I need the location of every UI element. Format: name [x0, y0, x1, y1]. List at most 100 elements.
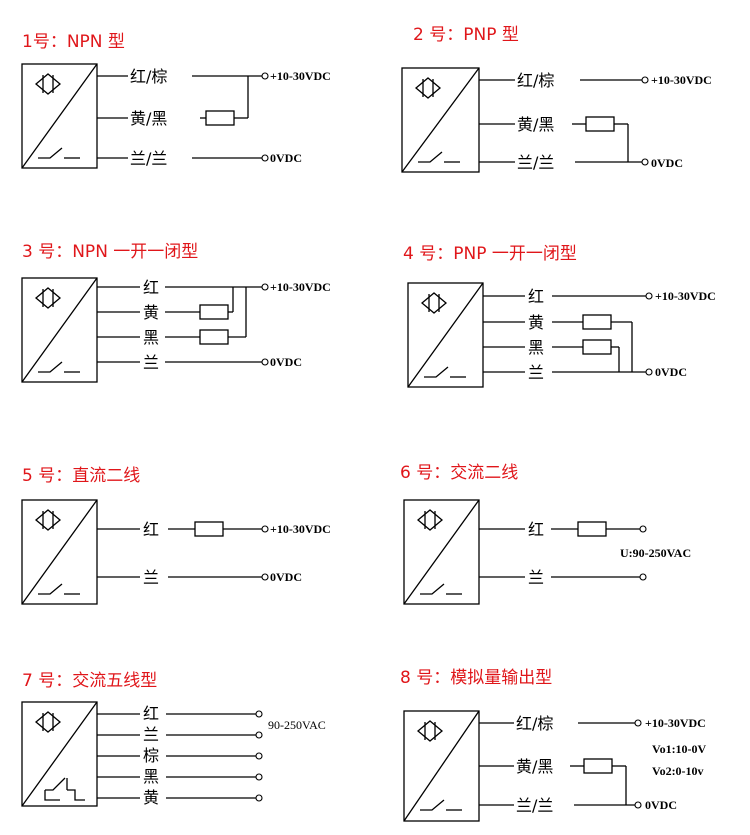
voltage-label: +10-30VDC	[645, 716, 706, 730]
sensor-box	[401, 67, 480, 173]
diagram-7-ac-five-wire: 7 号：交流五线型 红 兰 棕 黑 黄 90-250VAC	[21, 671, 326, 807]
terminal-icon	[639, 573, 647, 581]
wire-label: 红/棕	[130, 67, 167, 86]
wire-label: 黑	[143, 767, 159, 786]
switch-contact-icon	[420, 799, 445, 811]
sensor-coil-icon	[35, 711, 61, 733]
terminal-icon	[645, 368, 653, 376]
output-range-label: Vo2:0-10v	[652, 764, 704, 778]
load-icon	[199, 329, 229, 345]
diagram-2-pnp: 2 号：PNP 型 红/棕 黄/黑 兰/兰 +10-30VDC 0VDC	[401, 25, 712, 173]
wire-label: 红/棕	[516, 714, 553, 733]
sensor-box	[403, 710, 480, 822]
terminal-icon	[645, 292, 653, 300]
wire-label: 红	[143, 704, 159, 723]
wire-label: 黄/黑	[517, 115, 554, 134]
sensor-coil-icon	[35, 73, 61, 95]
diagram-8-title: 8 号：模拟量输出型	[400, 668, 552, 688]
diagram-6-ac-two-wire: 6 号：交流二线 红 兰 U:90-250VAC	[400, 463, 691, 605]
wire-label: 棕	[143, 746, 159, 765]
voltage-label: 0VDC	[270, 151, 302, 165]
wire-label: 红	[528, 287, 544, 306]
sensor-coil-icon	[421, 292, 447, 314]
load-icon	[582, 314, 612, 330]
switch-contact-icon	[38, 583, 63, 595]
wire-label: 黄	[143, 303, 159, 322]
load-icon	[199, 304, 229, 320]
wire-label: 红	[143, 520, 159, 539]
switch-contact-icon	[424, 366, 449, 378]
wire-label: 黄/黑	[130, 109, 167, 128]
wire-label: 黑	[528, 338, 544, 357]
wire-label: 红	[143, 278, 159, 297]
terminal-icon	[255, 731, 263, 739]
diagram-8-analog-output: 8 号：模拟量输出型 红/棕 黄/黑 兰/兰 +10-30VDC Vo1:10-…	[400, 668, 707, 822]
wire-label: 红/棕	[517, 71, 554, 90]
switch-contact-icon	[38, 147, 63, 159]
sensor-coil-icon	[35, 287, 61, 309]
switch-contact-icon	[38, 361, 63, 373]
switch-contact-icon	[418, 151, 443, 163]
voltage-label: 0VDC	[270, 570, 302, 584]
diagram-7-title: 7 号：交流五线型	[22, 671, 157, 691]
load-icon	[583, 758, 613, 774]
sensor-box	[407, 282, 484, 388]
sensor-box	[21, 63, 98, 169]
voltage-label: 90-250VAC	[268, 718, 326, 732]
sensor-box	[21, 701, 98, 807]
diagram-1-npn: 1号：NPN 型 红/棕 黄/黑 兰/兰 +10-30VDC 0VDC	[21, 32, 331, 169]
load-icon	[205, 110, 235, 126]
terminal-icon	[261, 283, 269, 291]
sensor-coil-icon	[35, 509, 61, 531]
diagram-4-title: 4 号：PNP 一开一闭型	[403, 244, 577, 264]
load-icon	[582, 339, 612, 355]
sensor-box	[403, 499, 480, 605]
wire-label: 兰/兰	[517, 153, 554, 172]
load-icon	[585, 116, 615, 132]
wire-label: 红	[528, 520, 544, 539]
voltage-label: 0VDC	[651, 156, 683, 170]
terminal-icon	[634, 801, 642, 809]
output-range-label: Vo1:10-0V	[652, 742, 707, 756]
voltage-label: +10-30VDC	[655, 289, 716, 303]
terminal-icon	[261, 154, 269, 162]
wire-label: 兰	[528, 363, 544, 382]
load-icon	[194, 521, 224, 537]
wire-label: 黄	[528, 313, 544, 332]
terminal-icon	[261, 525, 269, 533]
sensor-coil-icon	[417, 509, 443, 531]
wire-label: 兰/兰	[516, 796, 553, 815]
sensor-coil-icon	[417, 720, 443, 742]
voltage-label: 0VDC	[645, 798, 677, 812]
voltage-label: +10-30VDC	[270, 522, 331, 536]
diagram-2-title: 2 号：PNP 型	[413, 25, 519, 45]
voltage-label: 0VDC	[270, 355, 302, 369]
terminal-icon	[261, 358, 269, 366]
diagram-5-title: 5 号：直流二线	[22, 466, 140, 486]
terminal-icon	[255, 794, 263, 802]
sensor-box	[21, 499, 98, 605]
terminal-icon	[639, 525, 647, 533]
diagram-3-title: 3 号：NPN 一开一闭型	[22, 242, 198, 262]
wire-label: 黄/黑	[516, 757, 553, 776]
diagram-1-title: 1号：NPN 型	[22, 32, 125, 52]
terminal-icon	[261, 573, 269, 581]
wire-label: 兰	[143, 725, 159, 744]
wire-label: 兰	[143, 568, 159, 587]
sensor-coil-icon	[415, 77, 441, 99]
terminal-icon	[641, 76, 649, 84]
voltage-label: +10-30VDC	[651, 73, 712, 87]
relay-contact-icon	[45, 777, 66, 791]
terminal-icon	[255, 710, 263, 718]
terminal-icon	[634, 719, 642, 727]
diagram-3-npn-no-nc: 3 号：NPN 一开一闭型 红 黄 黑 兰 +10-30VDC 0VDC	[21, 242, 331, 383]
terminal-icon	[255, 752, 263, 760]
voltage-label: 0VDC	[655, 365, 687, 379]
wire-label: 黄	[143, 788, 159, 807]
wire-label: 兰	[528, 568, 544, 587]
diagram-6-title: 6 号：交流二线	[400, 463, 518, 483]
switch-contact-icon	[420, 583, 445, 595]
voltage-label: +10-30VDC	[270, 280, 331, 294]
sensor-box	[21, 277, 98, 383]
